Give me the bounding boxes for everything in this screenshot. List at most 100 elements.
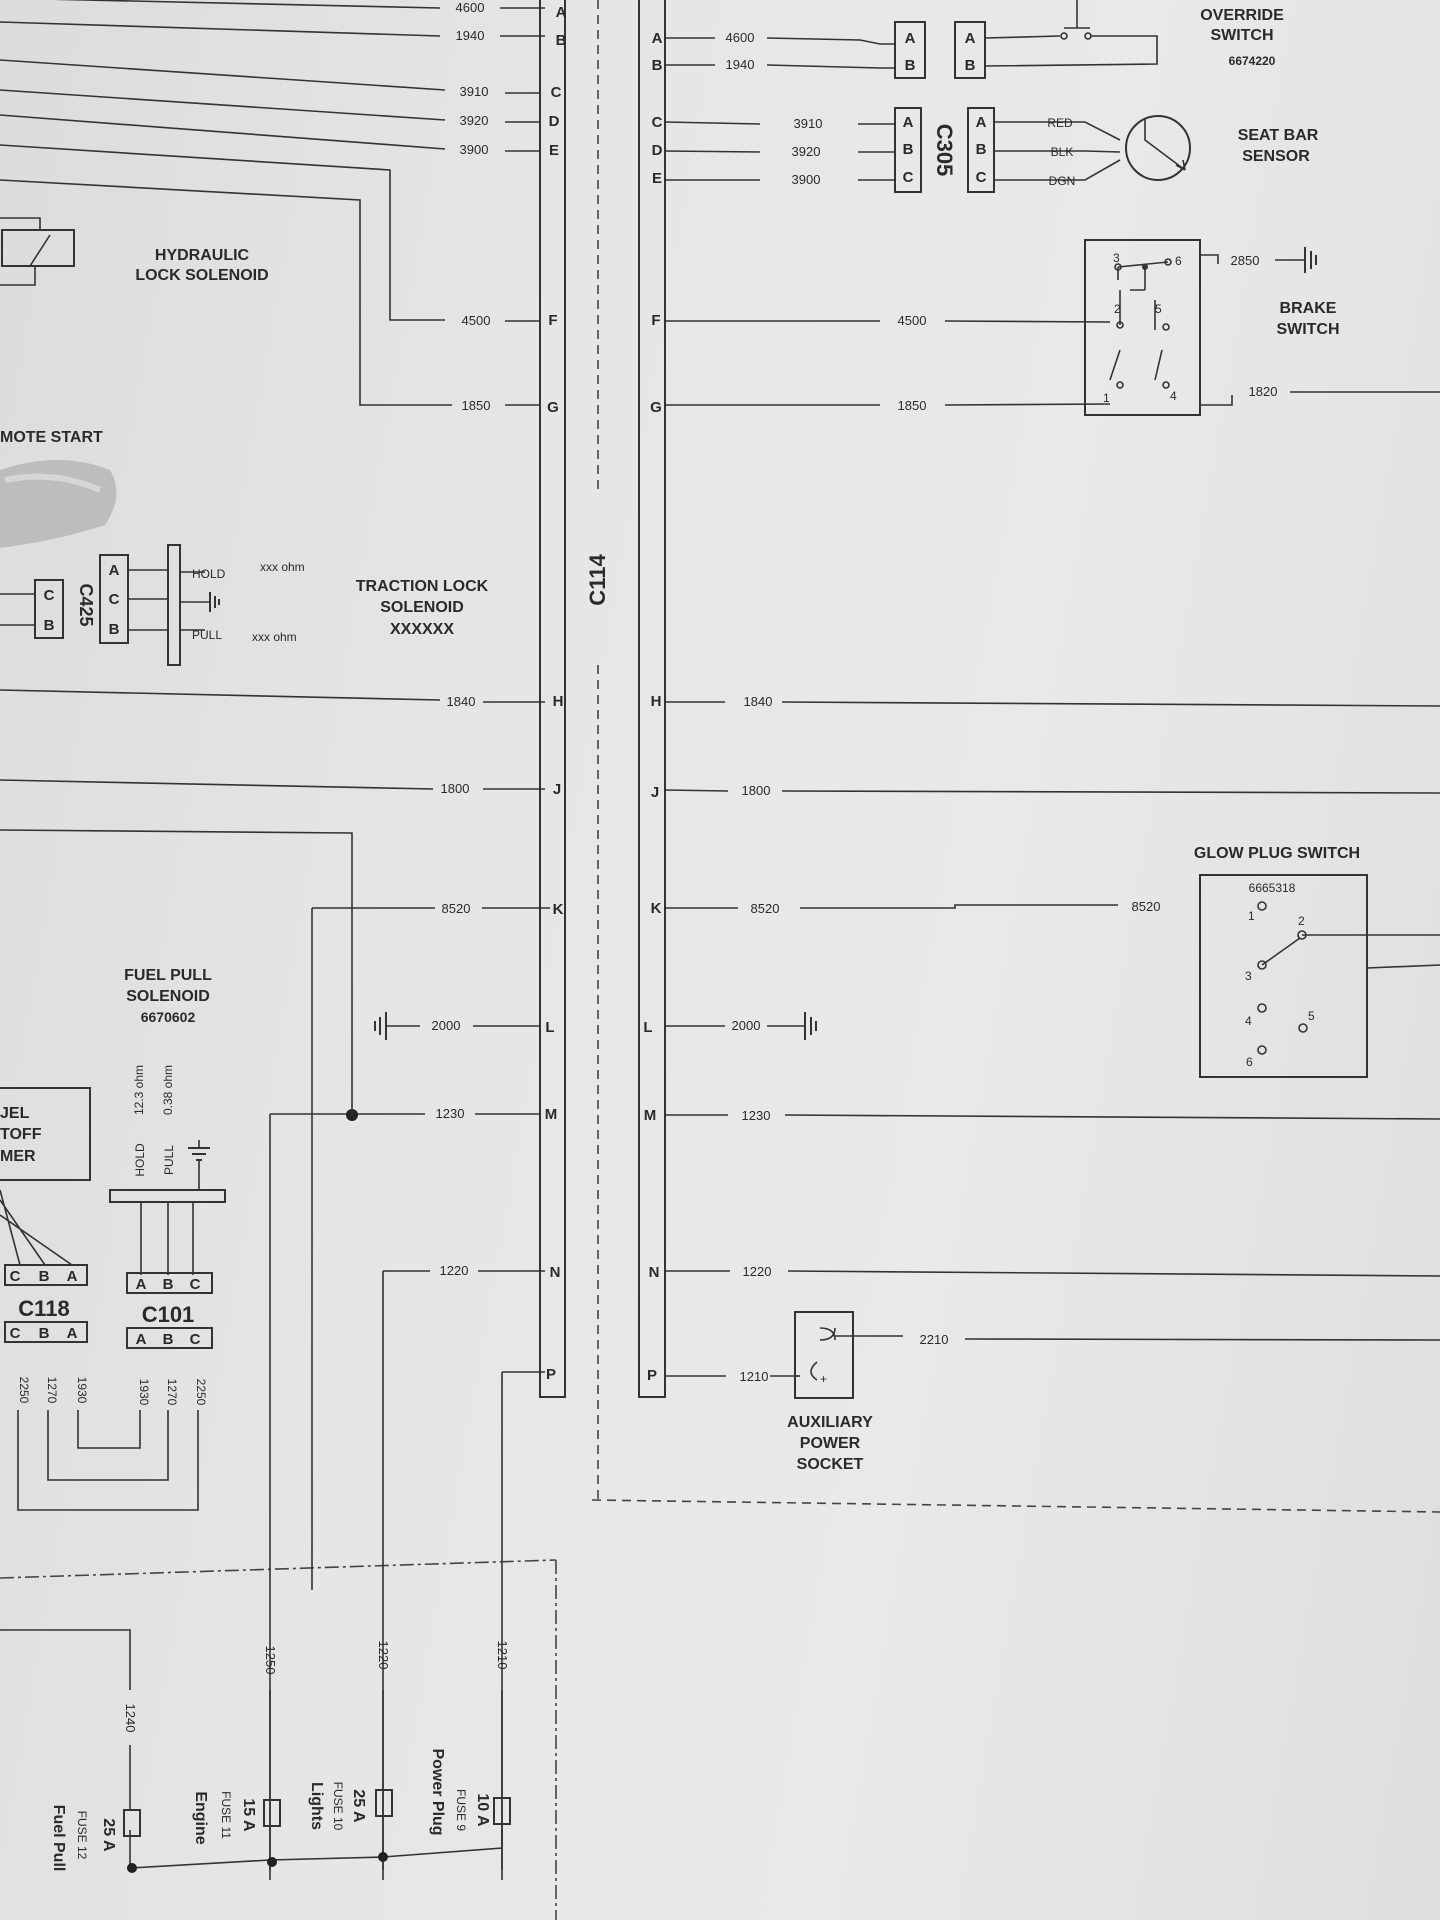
wire-number: 2850 [1231, 253, 1260, 268]
traction-lock-label: TRACTION LOCK [356, 578, 489, 595]
pin-label: N [550, 1264, 561, 1281]
fuel-pull-part: 6670602 [141, 1009, 196, 1025]
pin-label: J [553, 781, 561, 798]
hold-label: HOLD [133, 1143, 147, 1177]
pin-label: M [644, 1107, 657, 1124]
svg-text:4: 4 [1170, 389, 1177, 403]
fuse-11 [263, 1799, 281, 1827]
c305-label: C305 [932, 124, 957, 177]
wire-number: 1800 [742, 783, 771, 798]
pin-label: B [44, 617, 55, 634]
wire-number: 3900 [792, 172, 821, 187]
pin-label: A [67, 1325, 78, 1342]
pin-label: B [163, 1276, 174, 1293]
pin-label: B [109, 621, 120, 638]
wire-number: 2250 [17, 1377, 31, 1404]
pin-label: C [10, 1325, 21, 1342]
seat-bar-sensor: A B C A B C C305 RED BLK DGN SEAT BAR SE… [894, 107, 1319, 193]
wire-number: 1220 [376, 1641, 391, 1670]
pin-label: B [556, 32, 567, 49]
wire-number: 1940 [456, 28, 485, 43]
pin-label: C [190, 1331, 201, 1348]
fuse-load: Lights [308, 1782, 325, 1830]
wire-number: 1220 [440, 1263, 469, 1278]
svg-text:B: B [976, 141, 987, 158]
timer-label: TOFF [0, 1126, 42, 1143]
pin-label: C [109, 591, 120, 608]
wire-number: 2210 [920, 1332, 949, 1347]
pin-label: A [556, 4, 567, 21]
svg-text:A: A [965, 30, 976, 47]
pin-label: D [652, 142, 663, 159]
wire-number: 8520 [751, 901, 780, 916]
pin-label: B [39, 1325, 50, 1342]
finger-obstruction [0, 460, 117, 548]
wire-number: 2000 [432, 1018, 461, 1033]
pin-label: P [647, 1367, 657, 1384]
pin-label: B [39, 1268, 50, 1285]
wire-number: 2250 [194, 1379, 208, 1406]
pin-label: J [651, 784, 659, 801]
pin-label: G [547, 399, 559, 416]
fuel-pull-solenoid: FUEL PULL SOLENOID 6670602 12.3 ohm 0.38… [109, 967, 226, 1275]
wire-number: 8520 [442, 901, 471, 916]
fuse-amp: 15 A [240, 1798, 257, 1832]
pin-label: N [649, 1264, 660, 1281]
c114-left-pins: A B C D E F G H J K L M N P [545, 4, 567, 1383]
svg-text:A: A [905, 30, 916, 47]
svg-text:6: 6 [1175, 254, 1182, 268]
override-switch-label: OVERRIDE [1200, 7, 1284, 24]
terminal-number: 5 [1308, 1009, 1315, 1023]
glow-plug-part: 6665318 [1249, 881, 1296, 895]
hold-resistance: 12.3 ohm [132, 1065, 146, 1115]
aux-socket-label: AUXILIARY [787, 1414, 873, 1431]
pin-label: A [136, 1331, 147, 1348]
pin-label: K [651, 900, 662, 917]
pin-label: A [136, 1276, 147, 1293]
pin-label: B [652, 57, 663, 74]
c101-connector: A B C C101 A B C 1930 1270 2250 [126, 1272, 213, 1406]
c114-label: C114 [585, 554, 610, 606]
wire-number: 3900 [460, 142, 489, 157]
svg-text:B: B [905, 57, 916, 74]
seat-override-switch: A B A B OVERRIDE SWITCH 6674220 [894, 0, 1284, 79]
traction-lock-label: SOLENOID [380, 599, 464, 616]
seat-bar-label: SEAT BAR [1238, 127, 1319, 144]
glow-plug-switch: GLOW PLUG SWITCH 6665318 8520 1 2 3 4 5 … [1132, 845, 1440, 1078]
wire-number: 1940 [726, 57, 755, 72]
wire-number: 3920 [460, 113, 489, 128]
wire-color: DGN [1049, 174, 1076, 188]
wire-number: 1210 [740, 1369, 769, 1384]
svg-text:5: 5 [1155, 302, 1162, 316]
c114-right-housing [638, 0, 666, 1398]
pin-label: E [549, 142, 559, 159]
wire-number: 4600 [726, 30, 755, 45]
pull-resistance: 0.38 ohm [161, 1065, 175, 1115]
fuse-block: 1240 25 A FUSE 12 Fuel Pull 1250 15 A FU… [0, 1629, 511, 1873]
glow-plug-title: GLOW PLUG SWITCH [1194, 845, 1360, 862]
wire-number: 2000 [732, 1018, 761, 1033]
pin-label: A [67, 1268, 78, 1285]
aux-power-socket: + 2210 AUXILIARY POWER SOCKET [787, 1311, 1440, 1473]
fuel-pull-label: SOLENOID [126, 988, 210, 1005]
remote-start: MOTE START [0, 429, 117, 548]
wire-number: 1270 [45, 1377, 59, 1404]
fuel-pull-label: FUEL PULL [124, 967, 212, 984]
pin-label: C [551, 84, 562, 101]
pull-label: PULL [162, 1145, 176, 1175]
wire-number: 8520 [1132, 899, 1161, 914]
svg-text:C: C [976, 169, 987, 186]
c114-connector: C114 [539, 0, 666, 1500]
c118-c101-jumpers [17, 1410, 199, 1511]
fuse-name: FUSE 11 [219, 1791, 233, 1839]
pull-resistance: xxx ohm [252, 630, 297, 644]
svg-text:+: + [820, 1372, 827, 1386]
pin-label: G [650, 399, 662, 416]
svg-text:B: B [903, 141, 914, 158]
c114-left-housing [539, 0, 566, 1398]
fuse-10 [375, 1789, 393, 1817]
traction-lock-label: XXXXXX [390, 621, 454, 638]
hydraulic-lock-solenoid: HYDRAULIC LOCK SOLENOID [0, 217, 269, 286]
fuse-name: FUSE 12 [75, 1811, 89, 1860]
wire-number: 1850 [898, 398, 927, 413]
